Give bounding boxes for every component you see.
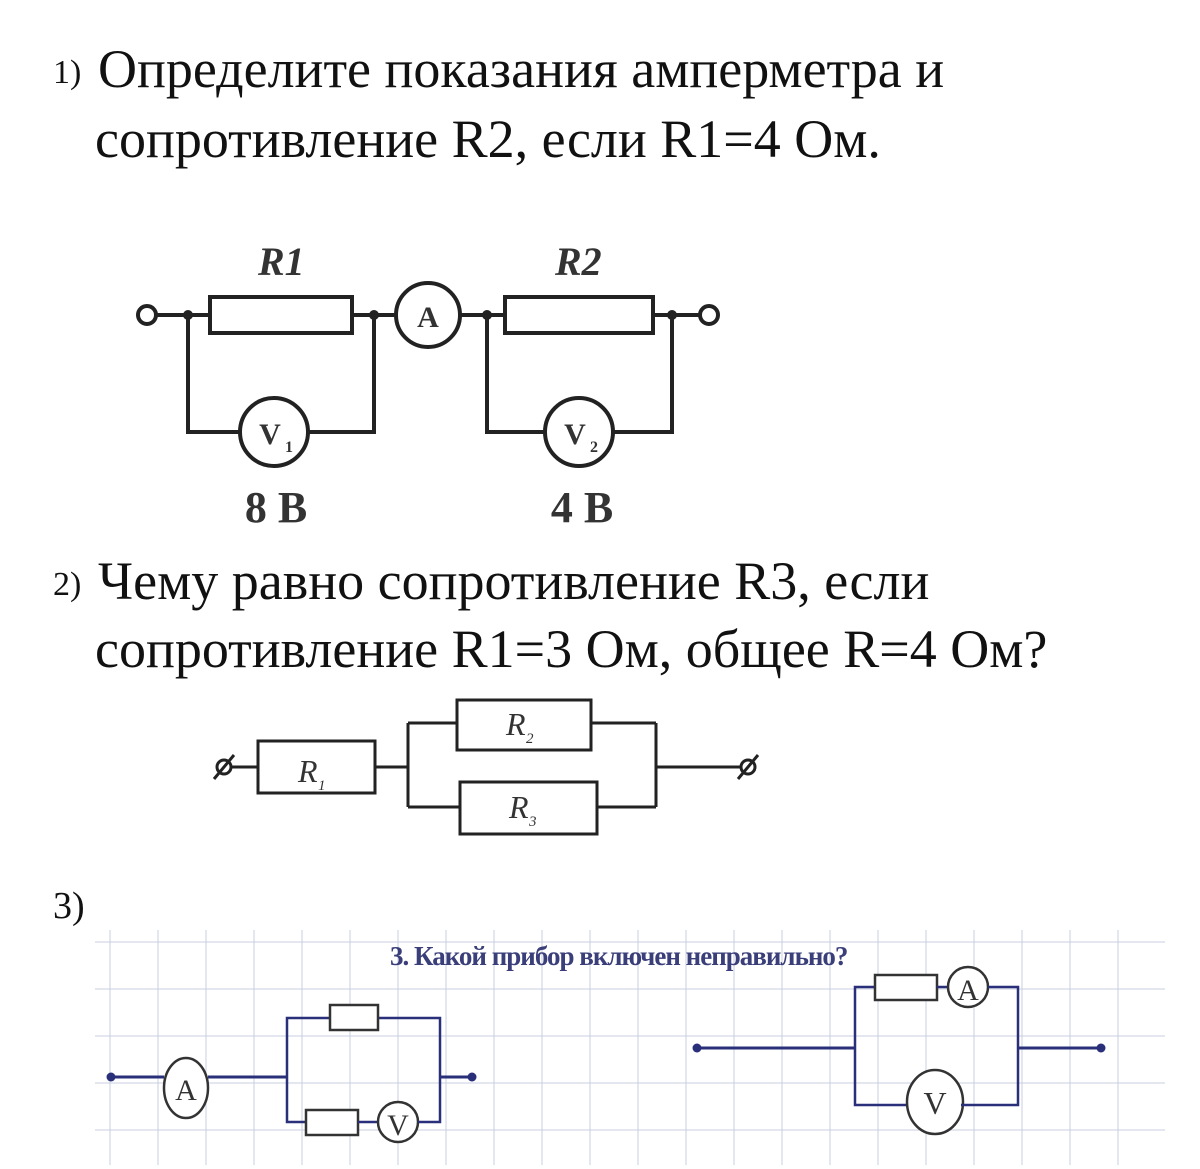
resistor-r2	[455, 698, 593, 752]
r2-label: R	[505, 706, 526, 742]
left-top-resistor	[328, 1003, 380, 1032]
r1-subscript: 1	[318, 778, 326, 794]
task-1-number: 1)	[53, 54, 82, 91]
resistor-r2	[503, 295, 655, 335]
task-1-text-line-1: Определите показания амперметра и	[98, 39, 945, 99]
v2-label: V	[564, 418, 586, 451]
right-circuit	[697, 965, 1100, 1136]
task-3-question: 3. Какой прибор включен неправильно?	[390, 941, 847, 971]
v1-label: V	[259, 418, 281, 451]
r3-label: R	[508, 789, 529, 825]
task-2-text-line-2: сопротивление R1=3 Ом, общее R=4 Ом?	[95, 619, 1048, 679]
v2-subscript: 2	[590, 439, 598, 456]
right-resistor	[873, 973, 939, 1002]
task-2-text-line-1: Чему равно сопротивление R3, если	[98, 551, 930, 611]
r3-subscript: 3	[528, 814, 537, 830]
r1-label: R	[297, 753, 318, 789]
task-2-number: 2)	[53, 566, 82, 603]
v1-reading: 8 В	[245, 483, 307, 532]
task-3-number: 3)	[53, 885, 85, 927]
left-ammeter-label: A	[175, 1074, 197, 1107]
left-bottom-resistor	[304, 1108, 360, 1137]
r1-label: R1	[257, 239, 305, 284]
right-voltmeter	[905, 1068, 965, 1136]
resistor-r1	[256, 739, 377, 795]
right-ammeter-label: A	[957, 974, 979, 1007]
left-ammeter	[162, 1056, 210, 1120]
resistor-r3	[458, 780, 599, 836]
v1-subscript: 1	[285, 439, 293, 456]
left-circuit	[112, 1003, 470, 1144]
voltmeter-v2	[543, 396, 615, 468]
r2-subscript: 2	[526, 731, 534, 747]
right-voltmeter-label: V	[923, 1085, 946, 1121]
left-voltmeter-label: V	[387, 1109, 409, 1142]
ammeter-label: A	[417, 301, 439, 334]
task-1-text-line-2: сопротивление R2, если R1=4 Ом.	[95, 109, 881, 169]
v2-reading: 4 В	[551, 483, 613, 532]
voltmeter-v1	[238, 396, 310, 468]
r2-label: R2	[554, 239, 602, 284]
terminal-right	[698, 304, 720, 326]
